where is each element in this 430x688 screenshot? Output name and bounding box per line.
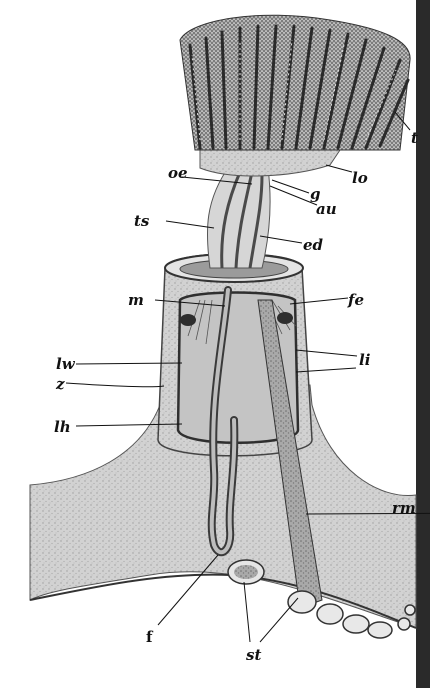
label-lw: lw	[56, 355, 76, 373]
label-st: st	[246, 646, 261, 664]
label-f: f	[146, 628, 154, 646]
label-z: z	[55, 375, 65, 393]
label-m: m	[128, 291, 144, 309]
statoblast-core	[234, 565, 258, 579]
label-oe: oe	[168, 164, 188, 182]
lophophore-base	[200, 150, 340, 176]
label-li: li	[359, 351, 371, 369]
label-lh: lh	[54, 418, 71, 436]
label-fe: fe	[347, 291, 364, 309]
organ-fe-left	[180, 314, 196, 326]
label-au: au	[316, 200, 337, 218]
organ-fe-right	[277, 312, 293, 324]
label-lo: lo	[352, 169, 368, 187]
label-ed: ed	[303, 236, 324, 254]
tentacle-crown	[180, 15, 410, 150]
label-t: t	[411, 129, 418, 147]
label-rm: rm	[392, 499, 416, 517]
label-ts: ts	[134, 212, 150, 230]
plate-edge	[416, 0, 430, 688]
